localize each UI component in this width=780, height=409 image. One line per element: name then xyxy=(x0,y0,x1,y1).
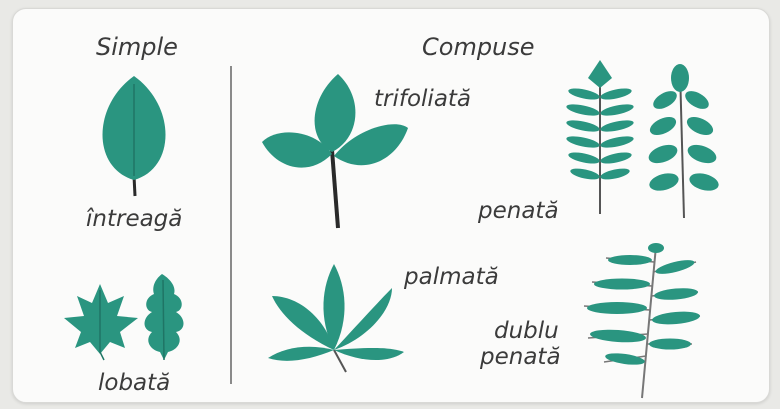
label-bipinnate-line1: dublu xyxy=(494,318,559,344)
header-simple: Simple xyxy=(96,34,178,60)
oak-leaf-icon xyxy=(145,274,184,360)
maple-leaf-icon xyxy=(64,284,138,360)
label-palmate: palmată xyxy=(404,264,499,290)
label-lobed: lobată xyxy=(98,370,170,396)
label-pinnate: penată xyxy=(478,198,559,224)
label-entire: întreagă xyxy=(86,206,182,232)
entire-leaf-icon xyxy=(103,76,166,196)
bipinnate-leaf-icon xyxy=(584,243,700,398)
ash-pinnate-leaf-icon xyxy=(646,64,720,218)
header-compound: Compuse xyxy=(422,34,535,60)
label-bipinnate-line2: penată xyxy=(480,344,561,370)
label-trifoliate: trifoliată xyxy=(374,86,471,112)
fern-pinnate-leaf-icon xyxy=(565,60,634,214)
palmate-leaf-icon xyxy=(268,264,404,372)
